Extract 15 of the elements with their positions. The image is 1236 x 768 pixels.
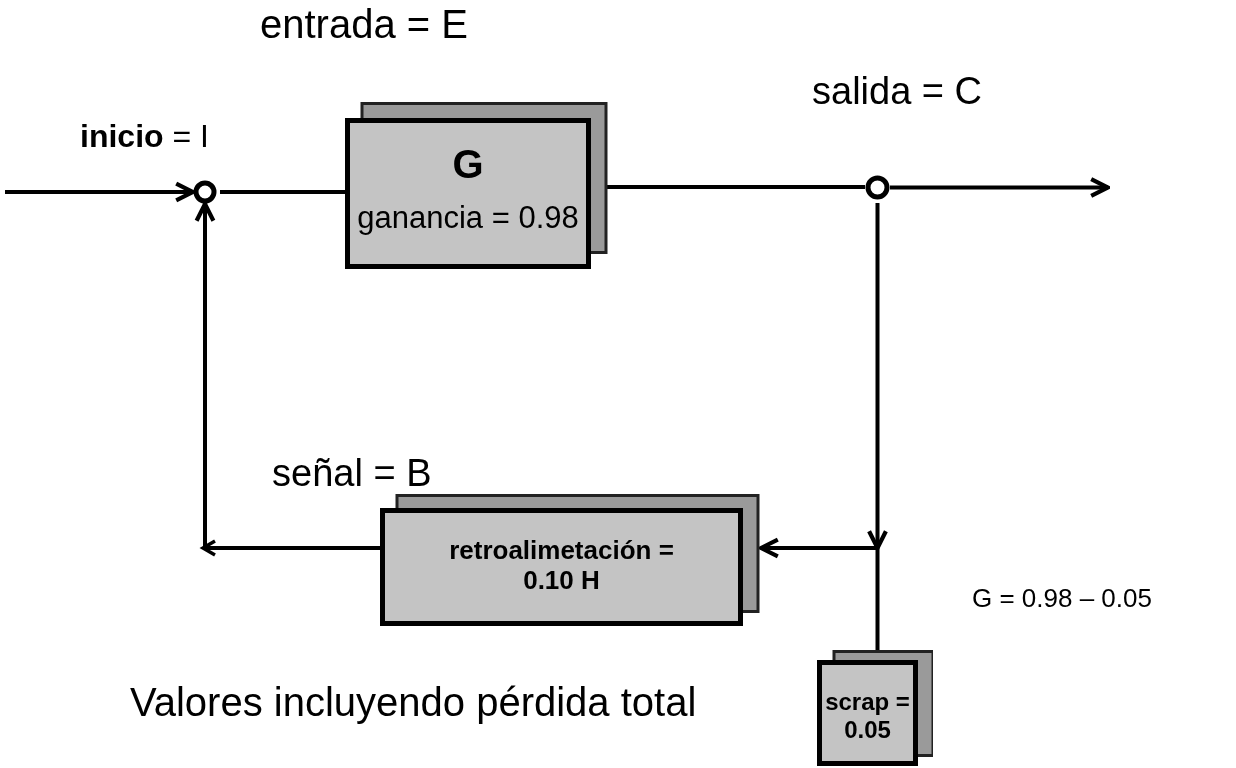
- signal-label: entrada = E: [260, 2, 468, 47]
- block-box: [345, 102, 609, 269]
- block-text: scrap = 0.05: [824, 688, 911, 744]
- signal-label: salida = C: [812, 70, 983, 113]
- summing-junction-circle: [193, 180, 217, 204]
- note-text: Valores incluyendo pérdida total: [130, 680, 697, 725]
- block-box: [380, 494, 761, 626]
- summing-junction-circle: [865, 175, 890, 200]
- signal-label: señal = B: [272, 452, 432, 495]
- signal-label: inicio = I: [80, 118, 209, 155]
- block-text: ganancia = 0.98: [356, 200, 580, 236]
- block-title: G: [451, 142, 485, 187]
- formula-text: G = 0.98 – 0.05: [972, 583, 1152, 614]
- block-text: retroalimetación = 0.10 H: [448, 536, 675, 596]
- block-box: [817, 650, 933, 766]
